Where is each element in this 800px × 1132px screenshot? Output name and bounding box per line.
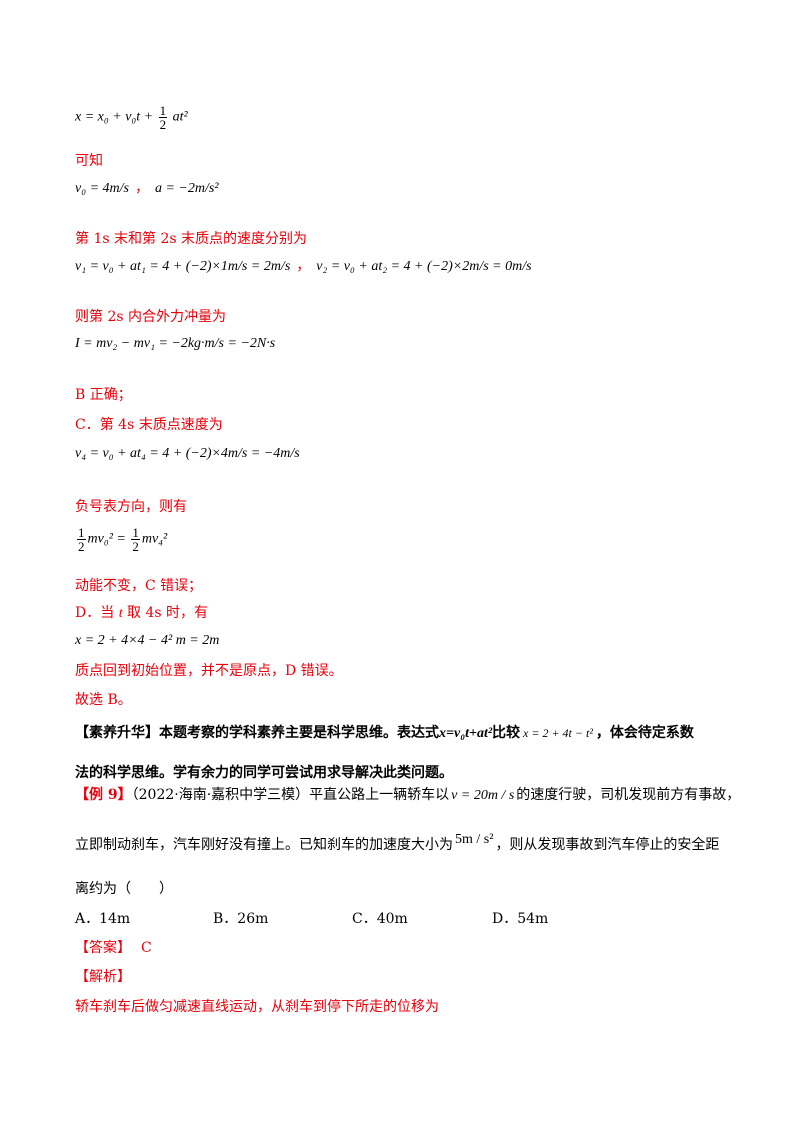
choice-d: D．54m <box>492 911 549 927</box>
example9-velocity: v = 20m / s <box>451 788 515 803</box>
equation-v4: v₄ = v₀ + at₄ = 4 + (−2)×4m/s = −4m/s <box>75 446 300 461</box>
example9-label: 【例 9】 <box>75 787 132 803</box>
text-choose-b: 故选 B。 <box>75 692 132 708</box>
eq-lhs: x = x₀ + v₀t + <box>75 109 154 125</box>
answer-value: C <box>141 940 152 956</box>
choice-b: B．26m <box>213 911 269 927</box>
equation-kinetic-energy: 1 2 mv₀² = 1 2 mv₄² <box>77 525 168 554</box>
fraction-half: 1 2 <box>158 103 168 132</box>
equation-impulse: I = mv₂ − mv₁ = −2kg·m/s = −2N·s <box>75 336 276 351</box>
text-d-wrong: 质点回到初始位置，并不是原点，D 错误。 <box>75 663 343 679</box>
text-c-intro: C．第 4s 末质点速度为 <box>75 417 223 433</box>
text-neg-dir: 负号表方向，则有 <box>75 499 187 515</box>
equation-v0-a: v₀ = 4m/s，a = −2m/s² <box>75 181 219 196</box>
analysis-label: 【解析】 <box>75 969 131 985</box>
choice-a: A．14m <box>75 911 131 927</box>
equation-displacement: x = x₀ + v₀t + 1 2 at² <box>75 104 188 131</box>
choice-c: C．40m <box>352 911 408 927</box>
suyang-formula2: x = 2 + 4t − t² <box>523 726 593 740</box>
text-c-wrong: 动能不变，C 错误； <box>75 578 203 594</box>
eq-rhs: at² <box>172 109 188 125</box>
answer-line: 【答案】 C <box>75 939 152 957</box>
answer-label: 【答案】 <box>75 940 131 956</box>
text-d-intro: D．当 t 取 4s 时，有 <box>75 605 209 621</box>
example9-line3: 离约为（ ） <box>75 881 173 897</box>
text-impulse-intro: 则第 2s 内合外力冲量为 <box>75 309 226 325</box>
text-kezhi: 可知 <box>75 153 103 169</box>
text-b-correct: B 正确； <box>75 387 132 403</box>
example9-source: （2022·海南·嘉积中学三模） <box>131 787 310 803</box>
suyang-line2: 法的科学思维。学有余力的同学可尝试用求导解决此类问题。 <box>75 765 453 781</box>
example9-accel: 5m / s² <box>455 832 494 847</box>
suyang-formula1: x=v₀t+at² <box>439 726 493 741</box>
analysis-text: 轿车刹车后做匀减速直线运动，从刹车到停下所走的位移为 <box>75 999 439 1015</box>
suyang-label: 【素养升华】 <box>75 725 159 741</box>
equation-x-final: x = 2 + 4×4 − 4² m = 2m <box>75 633 220 648</box>
equation-v1-v2: v₁ = v₀ + at₁ = 4 + (−2)×1m/s = 2m/s，v₂ … <box>75 259 532 274</box>
text-speed-intro: 第 1s 末和第 2s 末质点的速度分别为 <box>75 231 307 247</box>
